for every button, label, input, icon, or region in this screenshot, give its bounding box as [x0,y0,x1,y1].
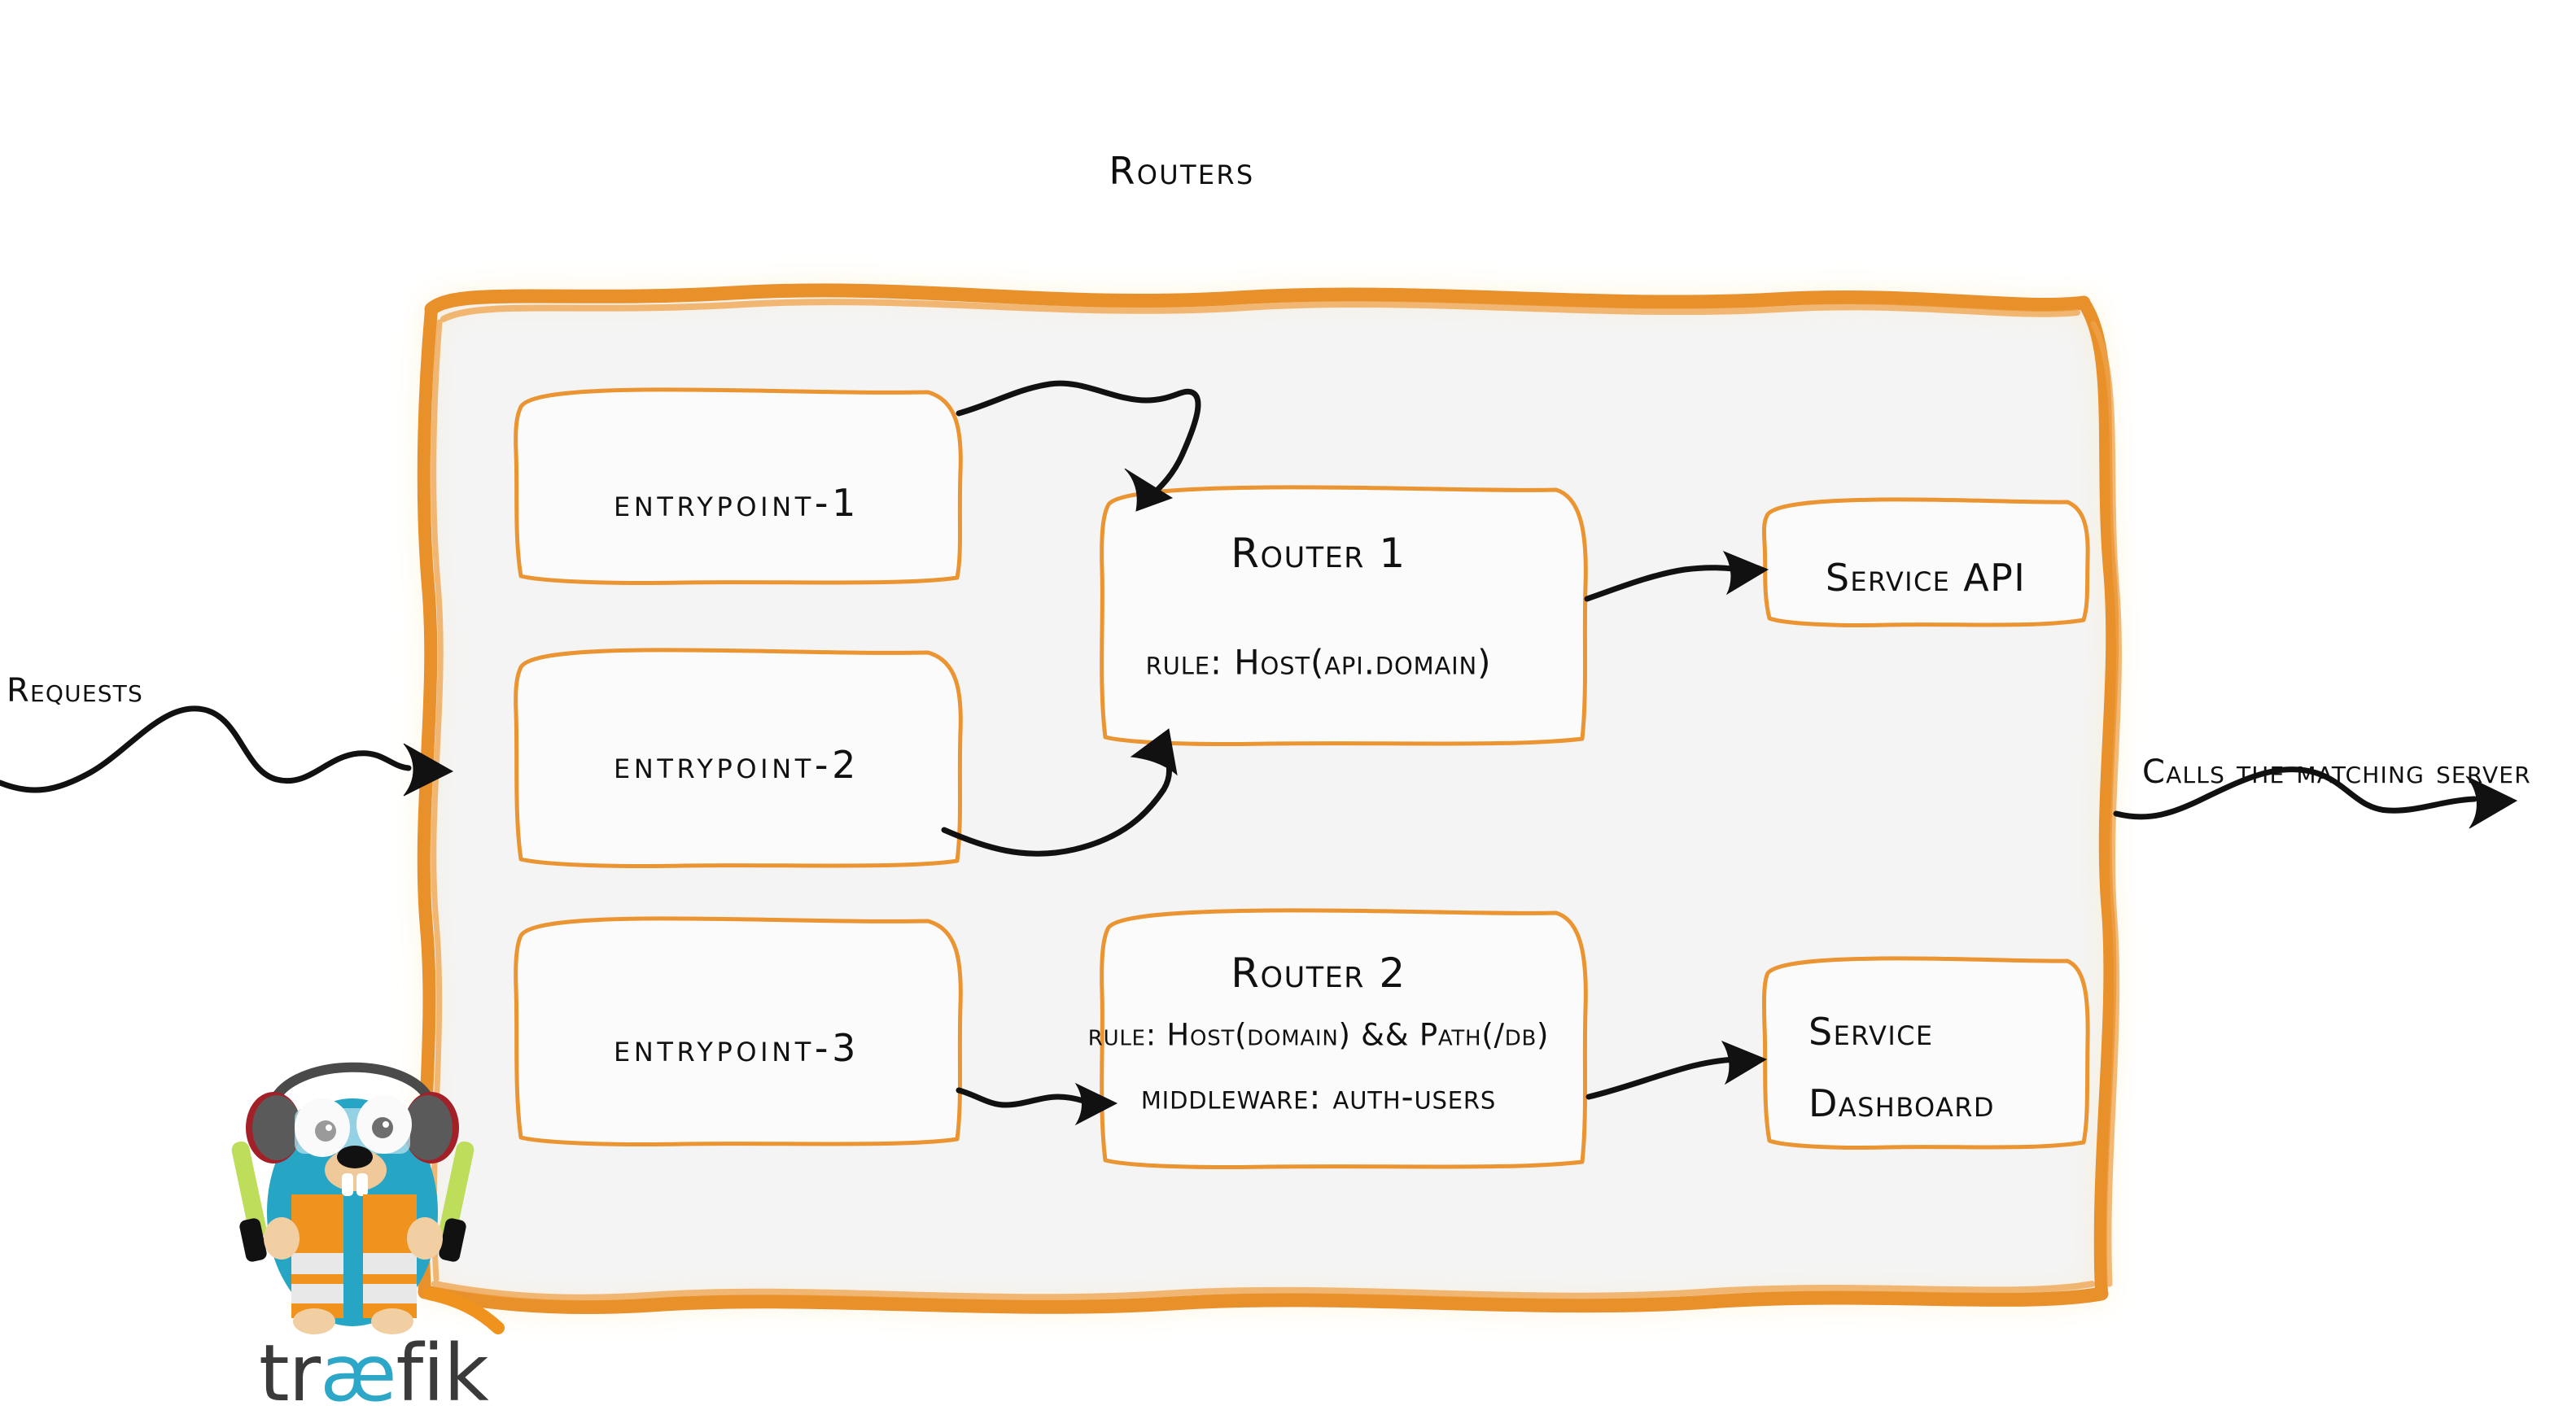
router-1-box[interactable] [1100,485,1588,747]
arrow-router2-servicedashboard [1585,1040,1768,1100]
service-dashboard-line-2: Dashboard [1808,1081,1995,1125]
router-2-middleware: middleware: auth-users [1140,1076,1497,1117]
calls-matching-server-label: Calls the matching server [2142,753,2531,791]
page-title: Routers [1109,149,1255,193]
gopher-eyes [295,1095,412,1157]
marshalling-wands [231,1141,475,1262]
traefik-wordmark: træfik [259,1334,489,1412]
entrypoint-2-label: entrypoint-2 [614,743,859,787]
headphone-cups [246,1092,459,1164]
router-2-title: Router 2 [1231,950,1406,997]
gopher-safety-vest [291,1194,417,1318]
flow-arrows [0,380,2518,1126]
service-api-label: Service API [1825,556,2027,600]
arrow-requests-in [0,705,454,797]
service-dashboard-line-1: Service [1808,1010,1934,1054]
requests-label: Requests [7,672,143,710]
routers-panel [416,283,2122,1315]
arrow-entrypoint1-router1 [956,380,1201,512]
router-1-title: Router 1 [1231,530,1406,577]
wordmark-ae-ligature: æ [320,1328,396,1419]
wordmark-prefix: tr [259,1328,321,1419]
arrow-router1-serviceapi [1584,550,1769,602]
wordmark-suffix: fik [396,1328,489,1419]
arrow-entrypoint2-router1 [941,728,1178,857]
entrypoint-1-label: entrypoint-1 [614,481,859,525]
entrypoint-3-label: entrypoint-3 [614,1026,859,1070]
gopher-body [267,1098,438,1326]
router-1-rule: rule: Host(api.domain) [1145,642,1492,683]
traefik-gopher-mascot [231,1062,505,1334]
arrow-entrypoint3-router2 [956,1082,1118,1126]
router-2-rule: rule: Host(domain) && Path(/db) [1087,1017,1550,1053]
gopher-nose [337,1146,373,1168]
